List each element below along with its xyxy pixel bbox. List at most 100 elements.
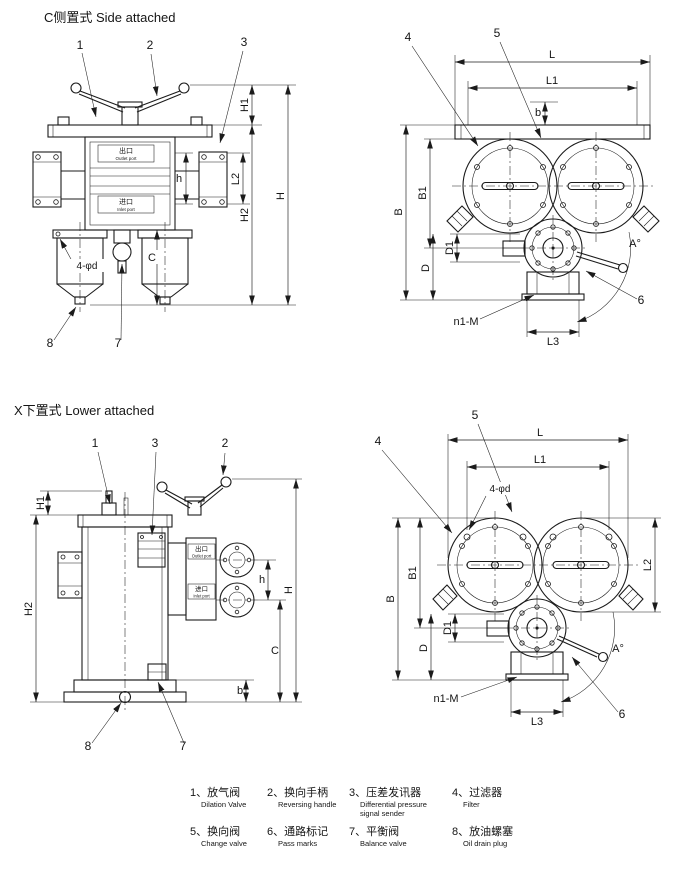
s2-inlet-label-cn: 进口	[195, 585, 208, 593]
s2-inlet-label-en: Inlet port	[193, 594, 210, 599]
s2-outlet-label-cn: 出口	[195, 544, 208, 553]
s1t-dim-b: b	[535, 107, 541, 119]
s1-reversing-handle	[70, 82, 190, 126]
legend-cn: 1、放气阀	[190, 787, 241, 799]
s2-reversing-handle	[156, 476, 232, 516]
s2-top-view: 4 5 6 L L1 4-φd L2 B B1 D1 D n1-M L3 A°	[375, 408, 661, 728]
s2-balance-valve	[147, 663, 167, 681]
legend-en: signal sender	[360, 809, 405, 819]
s1-side-valve-right	[175, 151, 228, 208]
s1f-dim-H2: H2	[239, 208, 251, 222]
s1-outlet-label-en: Outlet port	[115, 156, 137, 161]
s1f-callout-2: 2	[147, 38, 154, 52]
s2t-dim-B: B	[385, 595, 397, 602]
s2-change-valve	[486, 595, 609, 681]
s2-port-assembly: 出口 Outlet port 进口 Inlet port	[167, 537, 258, 621]
s1t-dim-D1: D1	[444, 241, 456, 255]
legend-item-5: 5、换向阀 Change valve	[190, 823, 294, 848]
legend-cn: 6、通路标记	[267, 826, 329, 838]
legend-en: Pass marks	[278, 839, 318, 848]
legend-cn: 5、换向阀	[190, 826, 241, 838]
s1f-dim-H1: H1	[239, 98, 251, 112]
s2t-dim-L3: L3	[531, 716, 543, 728]
s2f-dim-H2: H2	[23, 602, 35, 616]
s1-filter-bowl-left	[52, 222, 108, 312]
s2t-dim-L2: L2	[642, 559, 654, 571]
s1-balance-valve	[112, 229, 132, 274]
s2t-dim-D1: D1	[442, 621, 454, 635]
s2-air-valve	[101, 490, 129, 516]
s2-outlet-label-en: Outlet port	[192, 554, 212, 559]
s1f-dim-h: h	[176, 173, 182, 185]
legend-en: Filter	[463, 800, 480, 809]
s1f-callout-8: 8	[47, 336, 54, 350]
s1-inlet-label-en: Inlet port	[117, 207, 135, 212]
s2f-callout-3: 3	[152, 436, 159, 450]
legend-en: Oil drain plug	[463, 839, 508, 848]
s1t-dim-L3: L3	[547, 336, 559, 348]
s1-mounting-plate	[47, 124, 213, 138]
s2t-dim-D: D	[418, 644, 430, 652]
s1-filter-bowl-right	[137, 222, 193, 312]
legend-en: Dilation Valve	[201, 800, 247, 809]
legend-item-1: 1、放气阀 Dilation Valve	[190, 784, 294, 809]
s1-filter-cover-right	[548, 132, 644, 242]
s2t-dim-L: L	[537, 427, 543, 439]
s1t-dim-L1: L1	[546, 75, 558, 87]
s2-mounting-hole	[519, 533, 527, 541]
s2f-callout-7: 7	[180, 739, 187, 753]
s2-front-view: 出口 Outlet port 进口 Inlet port 1 3 2 8 7 H…	[23, 436, 302, 753]
legend-en: Change valve	[201, 839, 247, 848]
s1-side-attachment-right	[632, 205, 660, 233]
s2f-callout-8: 8	[85, 739, 92, 753]
legend-cn: 2、换向手柄	[267, 787, 329, 799]
s2t-dim-L1: L1	[534, 454, 546, 466]
s1t-dim-n1M: n1-M	[453, 316, 478, 328]
s2f-dim-h: h	[259, 574, 265, 586]
s2t-dim-n1M: n1-M	[433, 693, 458, 705]
s1-outlet-label-cn: 出口	[119, 146, 133, 155]
s2-pressure-sender	[137, 532, 166, 568]
s1t-dim-A: A°	[629, 238, 641, 250]
legend-cn: 3、压差发讯器	[349, 787, 422, 799]
s2t-callout-6: 6	[619, 707, 626, 721]
s2t-dim-holes: 4-φd	[490, 484, 511, 495]
s1-handle-knob	[617, 262, 629, 274]
s1t-dim-L: L	[549, 49, 555, 61]
s1-change-valve	[502, 215, 629, 301]
s1f-dim-C: C	[148, 252, 156, 264]
s1-side-valve-left	[32, 151, 85, 208]
s2t-callout-4: 4	[375, 434, 382, 448]
s1-filter-head-body: 出口 Outlet port 进口 Inlet port	[84, 136, 176, 231]
section1-title: C侧置式 Side attached	[44, 10, 176, 25]
s1-front-view: 出口 Outlet port 进口 Inlet port	[32, 35, 296, 350]
legend-item-4: 4、过滤器 Filter	[452, 784, 556, 809]
legend-item-8: 8、放油螺塞 Oil drain plug	[452, 823, 556, 848]
s1-filter-cover-left	[462, 132, 558, 242]
s1t-dim-B: B	[393, 208, 405, 215]
s1-air-valve	[57, 116, 203, 126]
s1-side-attachment-left	[446, 205, 474, 233]
s1t-callout-4: 4	[405, 30, 412, 44]
s2-drain-plug	[118, 690, 132, 704]
s1-top-view: 4 5 6 L L1 b B1 B D1 D n1-M L3 A°	[393, 26, 660, 348]
s1f-dim-holes: 4-φd	[77, 261, 98, 272]
s2-filter-cover-right	[533, 511, 629, 621]
s1f-dim-H: H	[275, 192, 287, 200]
s1-inlet-label-cn: 进口	[119, 198, 133, 206]
legend-en: Reversing handle	[278, 800, 337, 809]
s2-handle-knob	[597, 651, 609, 663]
s1f-callout-1: 1	[77, 38, 84, 52]
s1t-callout-5: 5	[494, 26, 501, 40]
s2f-dim-H1: H1	[35, 496, 47, 510]
s1f-dim-L2: L2	[230, 173, 242, 185]
s2t-dim-A: A°	[612, 643, 624, 655]
s2-filter-cover-left	[447, 511, 543, 621]
s1t-callout-6: 6	[638, 293, 645, 307]
s1f-callout-3: 3	[241, 35, 248, 49]
legend-item-7: 7、平衡阀 Balance valve	[349, 823, 453, 848]
s2-mounting-hole	[549, 533, 557, 541]
s2-mounting-hole	[463, 533, 471, 541]
